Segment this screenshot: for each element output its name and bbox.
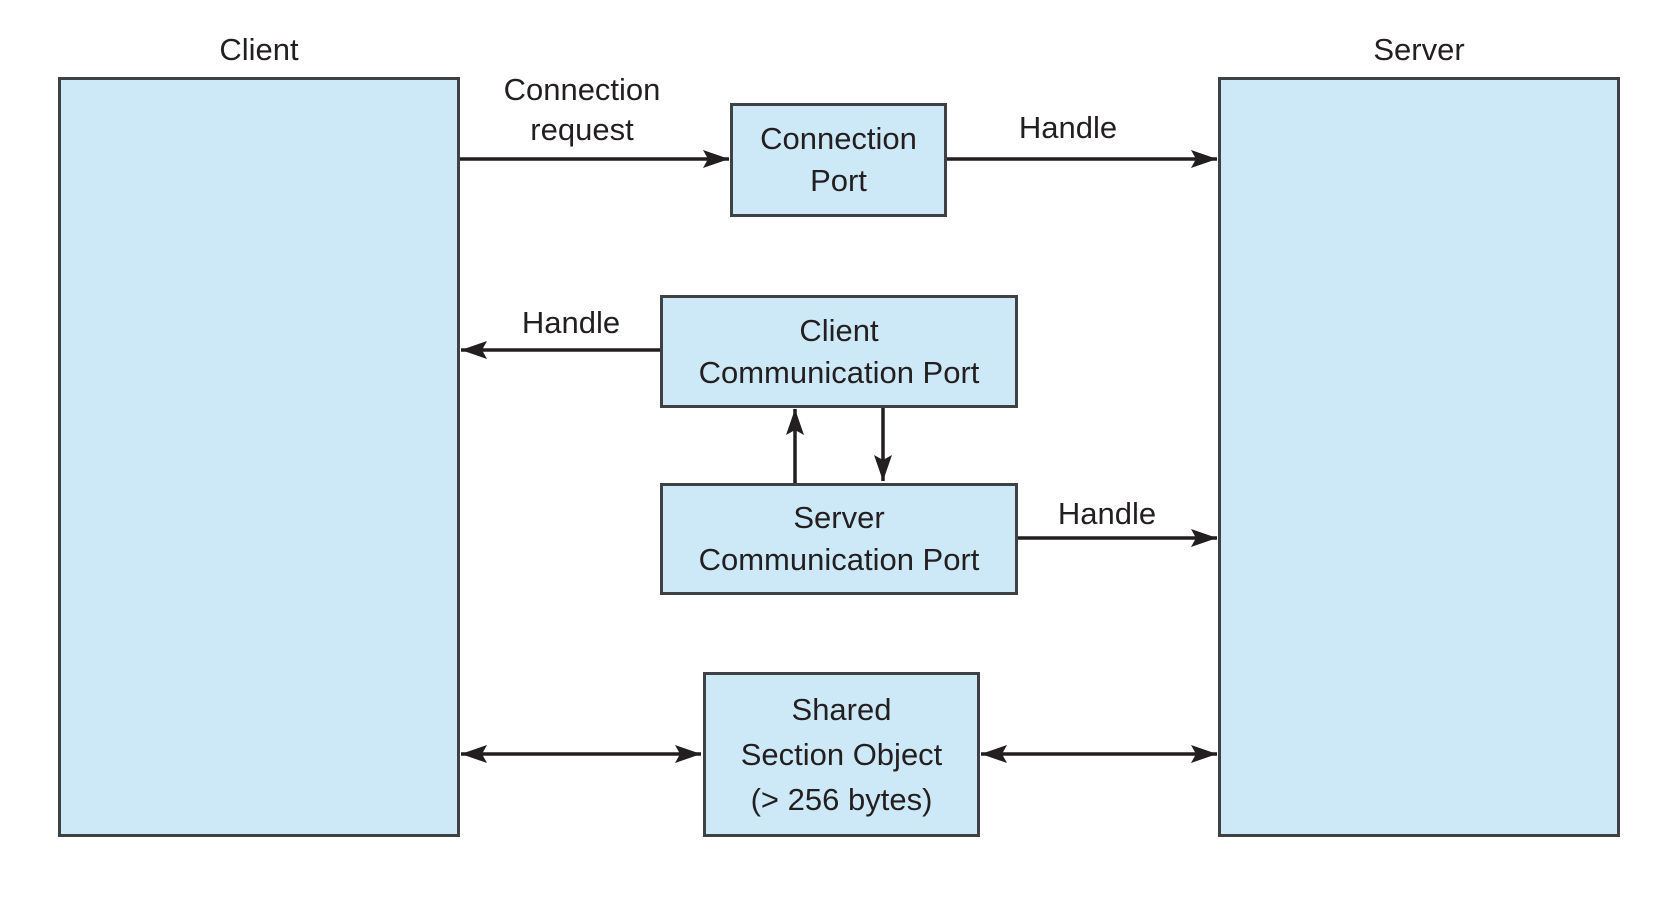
shared-section-label-line2: Section Object	[740, 737, 943, 772]
connection-port-box: Connection Port	[730, 103, 947, 217]
client-communication-port-box: Client Communication Port	[660, 295, 1018, 408]
shared-section-label-line1: Shared	[791, 692, 892, 727]
server-communication-port-box: Server Communication Port	[660, 483, 1018, 595]
shared-section-object-box: Shared Section Object (> 256 bytes)	[703, 672, 980, 837]
connection-request-label-line2: request	[530, 112, 634, 147]
server-comm-port-label-line2: Communication Port	[698, 542, 980, 577]
server-title: Server	[1373, 32, 1465, 67]
connection-port-label-line2: Port	[810, 163, 867, 198]
handle-right-label: Handle	[1057, 496, 1157, 531]
handle-top-label: Handle	[1018, 110, 1118, 145]
server-box	[1218, 77, 1620, 837]
handle-left-label: Handle	[521, 305, 621, 340]
connection-request-label-line1: Connection	[503, 72, 661, 107]
shared-section-label-line3: (> 256 bytes)	[750, 782, 933, 817]
client-box	[58, 77, 460, 837]
server-comm-port-label-line1: Server	[793, 500, 885, 535]
client-comm-port-label-line1: Client	[799, 312, 879, 348]
client-title: Client	[219, 32, 299, 67]
connection-port-label-line1: Connection	[760, 121, 917, 156]
client-comm-port-label-line2: Communication Port	[698, 354, 980, 390]
connection-request-label: Connection request	[432, 70, 732, 150]
